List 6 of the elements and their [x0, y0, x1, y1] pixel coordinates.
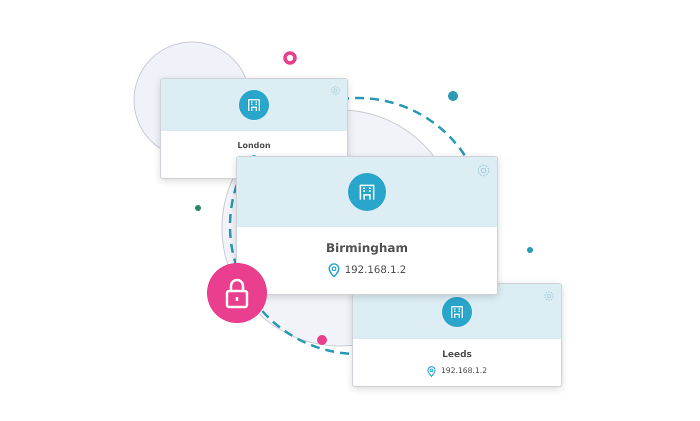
location-name: London — [237, 140, 271, 150]
location-card — [236, 156, 498, 295]
ip-address: 192.168.1.2 — [344, 264, 406, 276]
location-name: Birmingham — [326, 241, 408, 256]
location-name: Leeds — [442, 350, 472, 360]
location-card — [352, 283, 562, 387]
